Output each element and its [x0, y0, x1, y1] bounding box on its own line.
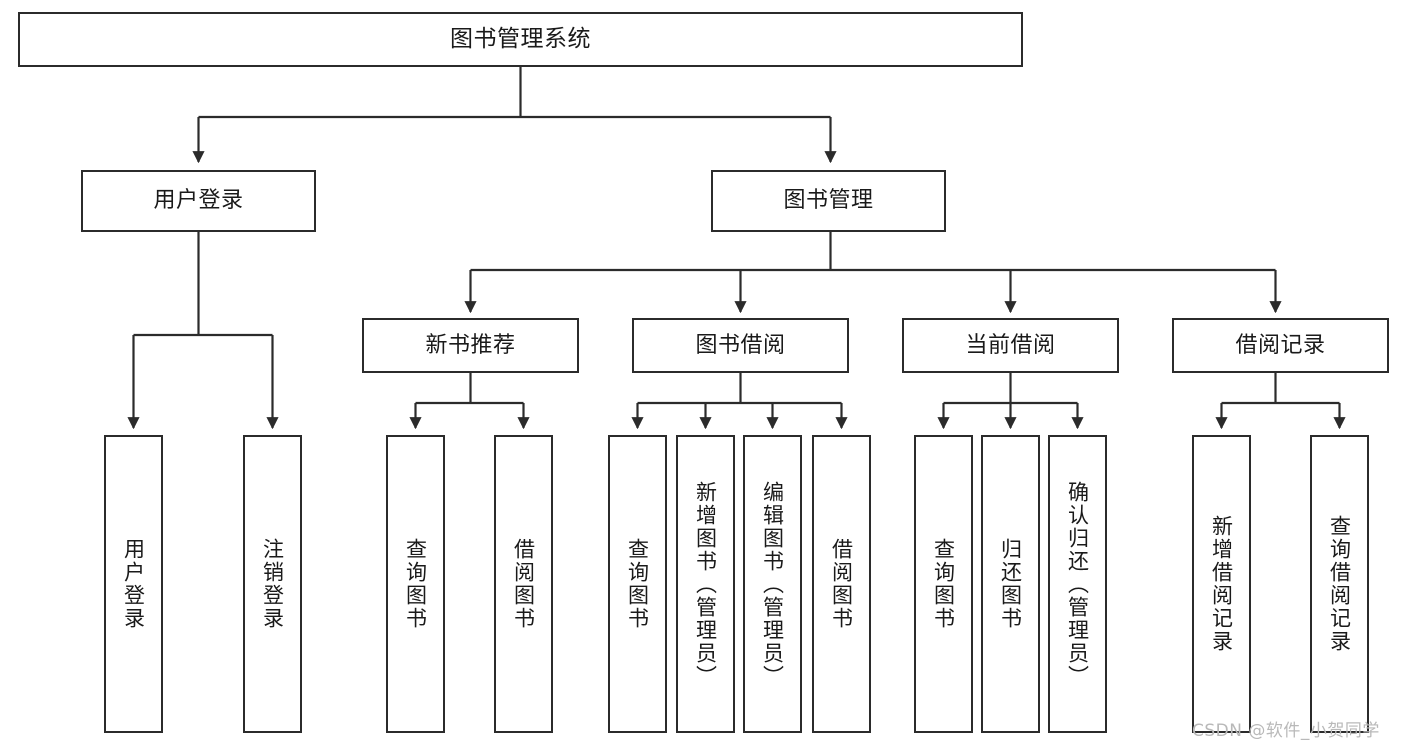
- node-leaf-current-return-book[interactable]: 归还图书: [981, 435, 1040, 733]
- node-leaf-user-login[interactable]: 用户登录: [104, 435, 163, 733]
- node-leaf-borrow-edit-book-label: 编辑图书（管理员）: [760, 480, 785, 688]
- node-root-system[interactable]: 图书管理系统: [18, 12, 1023, 67]
- node-leaf-borrow-edit-book[interactable]: 编辑图书（管理员）: [743, 435, 802, 733]
- node-leaf-borrow-borrow-book-label: 借阅图书: [829, 538, 854, 630]
- node-leaf-current-query-book[interactable]: 查询图书: [914, 435, 973, 733]
- node-leaf-recommend-borrow-book[interactable]: 借阅图书: [494, 435, 553, 733]
- node-leaf-borrow-add-book-label: 新增图书（管理员）: [693, 480, 718, 688]
- node-book-borrow[interactable]: 图书借阅: [632, 318, 849, 373]
- node-leaf-record-query[interactable]: 查询借阅记录: [1310, 435, 1369, 733]
- csdn-watermark: CSDN @软件_小贺同学: [1192, 721, 1380, 741]
- node-root-system-label: 图书管理系统: [450, 25, 591, 52]
- node-leaf-current-query-book-label: 查询图书: [931, 538, 956, 630]
- node-new-book-recommend[interactable]: 新书推荐: [362, 318, 579, 373]
- node-borrow-record[interactable]: 借阅记录: [1172, 318, 1389, 373]
- node-leaf-recommend-borrow-book-label: 借阅图书: [511, 538, 536, 630]
- node-leaf-current-return-book-label: 归还图书: [998, 538, 1023, 630]
- node-leaf-borrow-query-book[interactable]: 查询图书: [608, 435, 667, 733]
- node-leaf-record-add-label: 新增借阅记录: [1209, 515, 1234, 653]
- node-book-management-label: 图书管理: [783, 188, 874, 214]
- node-leaf-borrow-add-book[interactable]: 新增图书（管理员）: [676, 435, 735, 733]
- node-leaf-record-query-label: 查询借阅记录: [1327, 515, 1352, 653]
- node-leaf-borrow-query-book-label: 查询图书: [625, 538, 650, 630]
- node-user-login-label: 用户登录: [153, 188, 244, 214]
- node-leaf-logout[interactable]: 注销登录: [243, 435, 302, 733]
- node-leaf-recommend-query-book[interactable]: 查询图书: [386, 435, 445, 733]
- node-leaf-recommend-query-book-label: 查询图书: [403, 538, 428, 630]
- node-leaf-record-add[interactable]: 新增借阅记录: [1192, 435, 1251, 733]
- node-leaf-logout-label: 注销登录: [260, 538, 285, 630]
- node-book-borrow-label: 图书借阅: [695, 332, 786, 358]
- node-leaf-current-confirm-return-label: 确认归还（管理员）: [1065, 480, 1090, 688]
- node-leaf-current-confirm-return[interactable]: 确认归还（管理员）: [1048, 435, 1107, 733]
- node-leaf-user-login-label: 用户登录: [121, 538, 146, 630]
- node-book-management[interactable]: 图书管理: [711, 170, 946, 232]
- node-borrow-record-label: 借阅记录: [1235, 332, 1326, 358]
- node-current-borrow-label: 当前借阅: [965, 332, 1056, 358]
- node-current-borrow[interactable]: 当前借阅: [902, 318, 1119, 373]
- node-new-book-recommend-label: 新书推荐: [425, 332, 516, 358]
- node-user-login[interactable]: 用户登录: [81, 170, 316, 232]
- node-leaf-borrow-borrow-book[interactable]: 借阅图书: [812, 435, 871, 733]
